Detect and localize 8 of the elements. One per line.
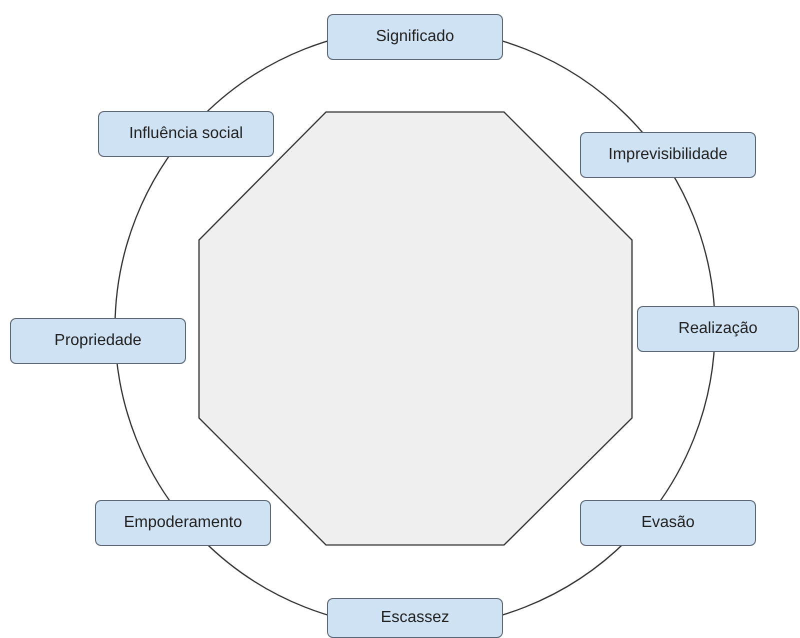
label-box: Evasão [580, 500, 756, 546]
label-box: Imprevisibilidade [580, 132, 756, 178]
label-box: Escassez [327, 598, 503, 638]
label-box: Propriedade [10, 318, 186, 364]
label-box: Realização [637, 306, 799, 352]
label-box: Influência social [98, 111, 274, 157]
label-box: Empoderamento [95, 500, 271, 546]
label-box: Significado [327, 14, 503, 60]
